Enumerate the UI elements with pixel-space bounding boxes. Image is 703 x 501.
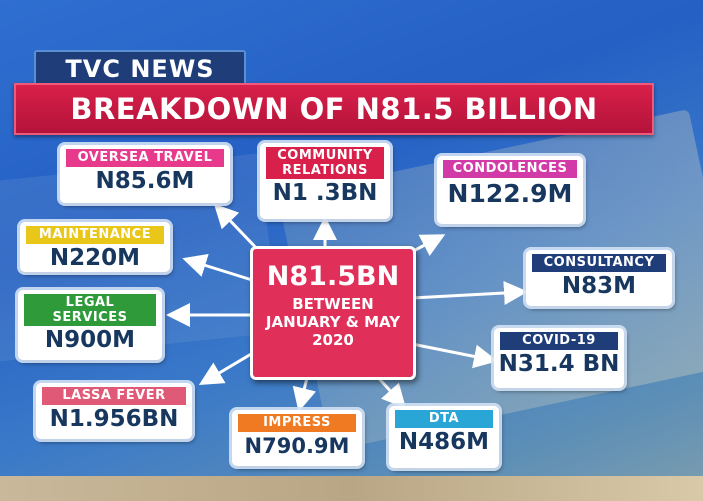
item-lassa-fever: LASSA FEVER N1.956BN [36,383,192,439]
background-strip [0,476,703,501]
item-impress: IMPRESS N790.9M [232,410,362,466]
item-value: N900M [44,327,136,353]
center-amount: N81.5BN [266,261,400,292]
item-value: N790.9M [244,434,350,458]
item-condolences: CONDOLENCES N122.9M [437,156,583,224]
item-label: CONDOLENCES [443,160,577,178]
arrow-lassa-fever [198,348,259,386]
item-label: COMMUNITY RELATIONS [266,147,384,179]
item-value: N1 .3BN [272,180,378,206]
item-label: LEGAL SERVICES [24,294,156,326]
item-label: IMPRESS [238,414,356,432]
item-community-relations: COMMUNITY RELATIONS N1 .3BN [260,143,390,219]
item-label: MAINTENANCE [26,226,164,244]
item-value: N31.4 BN [498,351,620,377]
item-consultancy: CONSULTANCY N83M [526,250,672,306]
item-dta: DTA N486M [389,406,499,468]
center-total-box: N81.5BN BETWEEN JANUARY & MAY 2020 [250,246,416,380]
item-label: COVID-19 [500,332,618,350]
item-covid-19: COVID-19 N31.4 BN [494,328,624,388]
item-value: N83M [561,273,637,299]
item-oversea-travel: OVERSEA TRAVEL N85.6M [60,145,230,203]
center-period: BETWEEN JANUARY & MAY 2020 [265,295,401,349]
arrow-covid [411,342,498,369]
arrow-maintenance [182,253,253,282]
channel-logo: TVC NEWS [34,50,246,88]
item-value: N220M [49,245,141,271]
item-maintenance: MAINTENANCE N220M [20,222,170,272]
item-label: CONSULTANCY [532,254,666,272]
headline-banner: BREAKDOWN OF N81.5 BILLION [14,83,654,135]
item-value: N486M [398,429,490,455]
item-legal-services: LEGAL SERVICES N900M [18,290,162,360]
item-value: N1.956BN [49,406,179,432]
item-value: N85.6M [95,168,195,194]
item-label: LASSA FEVER [42,387,186,405]
arrow-consultancy [411,280,528,305]
item-label: OVERSEA TRAVEL [66,149,224,167]
item-label: DTA [395,410,493,428]
item-value: N122.9M [447,179,573,208]
